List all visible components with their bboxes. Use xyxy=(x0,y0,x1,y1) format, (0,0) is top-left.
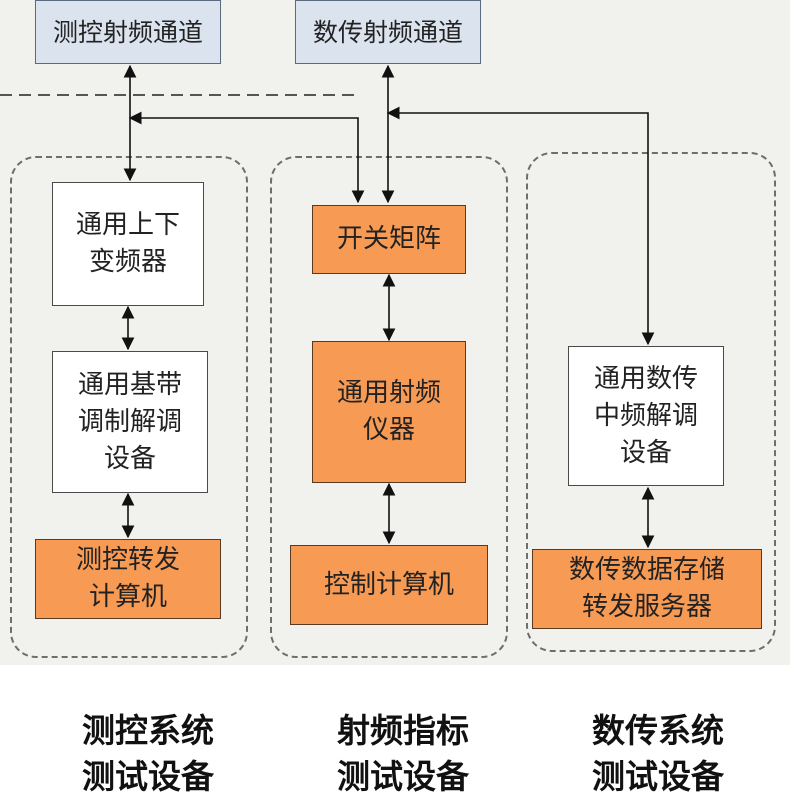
updown-converter-box: 通用上下 变频器 xyxy=(52,182,204,306)
baseband-modem-box: 通用基带 调制解调 设备 xyxy=(52,351,208,493)
caption-rf-test-equipment: 射频指标 测试设备 xyxy=(337,711,469,796)
switch-matrix-box: 开关矩阵 xyxy=(312,205,466,274)
control-computer-box: 控制计算机 xyxy=(290,545,488,625)
tt-rf-channel-box: 测控射频通道 xyxy=(35,0,221,64)
dt-rf-channel-box: 数传射频通道 xyxy=(295,0,481,64)
rf-instrument-box: 通用射频 仪器 xyxy=(312,341,466,483)
arrow-dt-to-demod xyxy=(386,106,655,346)
dt-if-demodulator-box: 通用数传 中频解调 设备 xyxy=(568,346,724,486)
tt-forwarding-computer-box: 测控转发 计算机 xyxy=(35,539,221,619)
dt-storage-server-box: 数传数据存储 转发服务器 xyxy=(532,549,762,629)
caption-tt-test-equipment: 测控系统 测试设备 xyxy=(82,711,214,796)
connector-lines xyxy=(0,64,655,549)
arrow-tt-to-switch xyxy=(128,111,365,204)
caption-dt-test-equipment: 数传系统 测试设备 xyxy=(592,711,724,796)
